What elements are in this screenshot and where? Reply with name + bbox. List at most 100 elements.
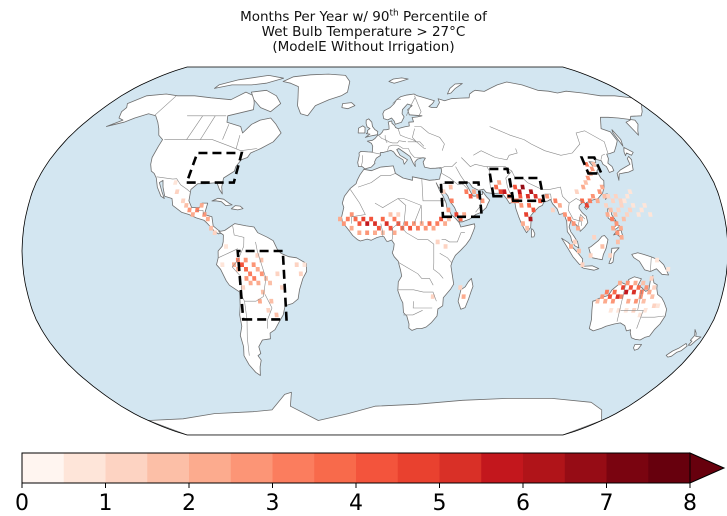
grid-cell <box>349 225 354 231</box>
grid-cell <box>239 262 244 267</box>
colorbar-swatch <box>105 453 148 483</box>
grid-cell <box>415 225 420 231</box>
grid-cell <box>423 225 428 231</box>
grid-cell <box>525 194 531 199</box>
grid-cell <box>619 235 624 240</box>
region-box <box>579 156 604 175</box>
border-line <box>380 223 384 237</box>
grid-cell <box>243 257 248 263</box>
border-line <box>371 152 381 155</box>
grid-cell <box>173 180 178 185</box>
border-line <box>378 134 388 144</box>
border-line <box>231 225 245 293</box>
border-line <box>374 198 422 224</box>
grid-cell <box>655 257 660 263</box>
colorbar-tick-label: 2 <box>182 491 196 516</box>
grid-cell <box>257 298 262 304</box>
grid-cell <box>636 212 641 217</box>
land-canadian-islands <box>214 75 284 89</box>
grid-cell <box>525 225 530 231</box>
colorbar-swatch <box>22 453 65 483</box>
grid-cell <box>449 198 454 204</box>
colorbar-swatch <box>189 453 232 483</box>
border-line <box>413 205 422 224</box>
border-line <box>636 310 644 329</box>
grid-cell <box>610 298 616 304</box>
land-new-guinea <box>631 252 669 276</box>
border-line <box>441 232 465 243</box>
grid-cell <box>649 276 654 281</box>
land-hispaniola <box>230 205 244 211</box>
border-line <box>222 124 230 140</box>
grid-cell <box>369 216 374 222</box>
grid-cell <box>628 285 634 290</box>
grid-cell <box>180 198 186 204</box>
grid-cell <box>605 212 610 217</box>
grid-cell <box>408 225 413 231</box>
grid-cell <box>618 198 623 204</box>
grid-cell <box>615 239 620 245</box>
grid-cell <box>187 207 192 213</box>
colorbar-swatch <box>648 453 691 483</box>
land-svalbard <box>388 77 409 84</box>
land-iceland <box>341 102 356 110</box>
grid-cell <box>190 212 195 217</box>
grid-cell <box>274 312 279 318</box>
land-cuba <box>211 197 233 206</box>
border-line <box>398 262 434 286</box>
grid-cell <box>338 216 342 222</box>
grid-cell <box>567 216 572 222</box>
land-great-britain <box>364 118 379 138</box>
grid-cell <box>617 280 623 286</box>
grid-cell <box>575 225 581 231</box>
grid-cell <box>599 184 605 190</box>
grid-cell <box>353 216 358 222</box>
grid-cell <box>600 244 605 249</box>
grid-cell <box>583 180 589 185</box>
grid-cell <box>655 303 661 308</box>
grid-cell <box>520 221 526 226</box>
border-line <box>650 256 652 272</box>
grid-cell <box>625 194 630 199</box>
grid-cell <box>493 184 499 190</box>
colorbar-swatch <box>314 453 357 483</box>
grid-cell <box>435 221 440 226</box>
grid-cell <box>357 230 362 235</box>
border-line <box>441 173 464 186</box>
grid-cell <box>599 294 605 299</box>
region-box <box>184 151 244 184</box>
grid-cell <box>557 203 563 208</box>
border-line <box>473 148 518 161</box>
title-line-3: (ModelE Without Irrigation) <box>272 39 455 55</box>
land-novaya-zemlya <box>447 83 463 95</box>
grid-cell <box>569 244 573 249</box>
grid-cell <box>431 225 436 231</box>
grid-cell <box>195 207 200 213</box>
grid-cell <box>602 298 608 304</box>
colorbar-tick-label: 7 <box>600 491 614 516</box>
grid-cell <box>627 189 633 194</box>
grid-cell <box>443 221 448 226</box>
colorbar-tick-label: 6 <box>516 491 530 516</box>
grid-cell <box>625 280 630 286</box>
grid-cell <box>622 198 627 204</box>
border-line <box>357 173 396 188</box>
border-line <box>398 289 437 302</box>
grid-cell <box>605 194 611 199</box>
border-line <box>414 95 422 116</box>
border-line <box>392 221 401 240</box>
grid-cell <box>266 308 271 313</box>
grid-cell <box>373 230 377 235</box>
grid-cell <box>357 221 362 226</box>
land-sri-lanka <box>531 228 536 238</box>
border-line <box>455 166 466 183</box>
grid-cell <box>580 184 586 190</box>
grid-cell <box>464 189 469 194</box>
region-box <box>508 176 546 203</box>
colorbar-tick-label: 0 <box>15 491 29 516</box>
border-line <box>406 97 416 116</box>
border-line <box>350 189 366 224</box>
grid-cell <box>480 198 485 204</box>
grid-cell <box>623 289 629 295</box>
study-region-boxes <box>184 151 604 321</box>
